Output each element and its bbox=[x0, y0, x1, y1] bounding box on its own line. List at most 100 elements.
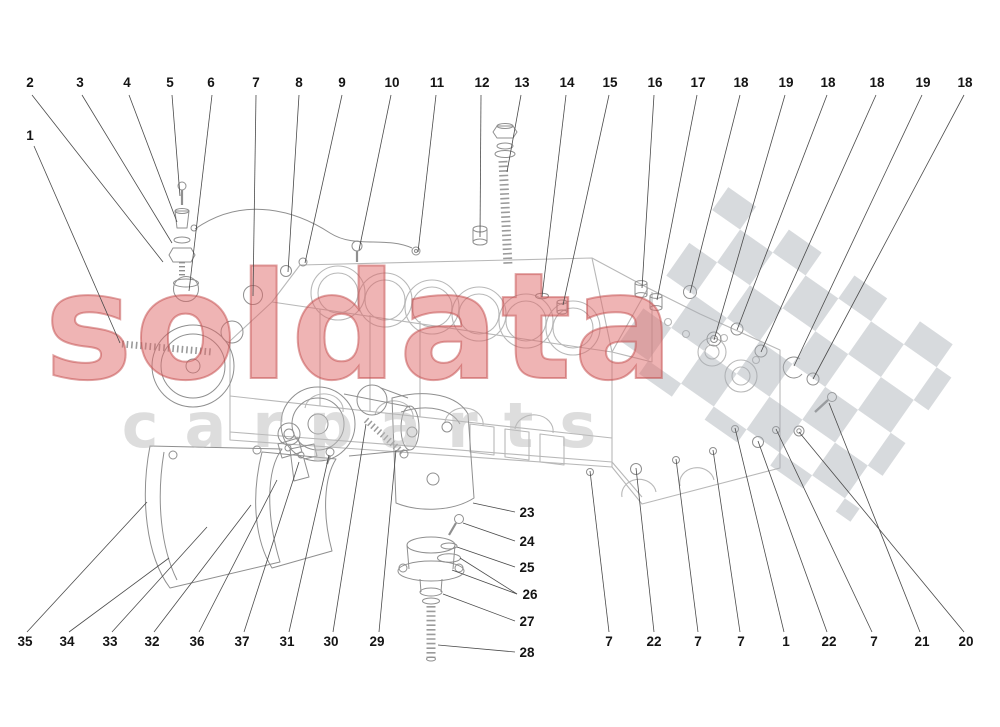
leader-line-29 bbox=[378, 449, 397, 633]
callout-number-15: 15 bbox=[602, 75, 618, 90]
mounting-bracket bbox=[391, 393, 475, 510]
callout-number-25: 25 bbox=[519, 560, 535, 575]
callout-number-20: 20 bbox=[958, 634, 973, 649]
leader-line-27 bbox=[442, 593, 516, 622]
leader-line-32 bbox=[153, 504, 252, 633]
leader-line-26 bbox=[451, 569, 518, 595]
leader-line-5 bbox=[171, 94, 181, 197]
callout-number-7: 7 bbox=[870, 634, 878, 649]
callout-number-9: 9 bbox=[338, 75, 346, 90]
seal-ring bbox=[220, 320, 244, 344]
leader-line-7 bbox=[775, 428, 873, 633]
washer bbox=[535, 292, 549, 300]
callout-number-21: 21 bbox=[914, 634, 930, 649]
leader-line-15 bbox=[562, 94, 610, 306]
leader-line-26 bbox=[459, 557, 518, 595]
leader-line-34 bbox=[68, 557, 170, 633]
callout-number-10: 10 bbox=[384, 75, 399, 90]
leader-line-31 bbox=[288, 454, 330, 633]
leader-line-16 bbox=[641, 94, 655, 289]
leader-line-19 bbox=[713, 94, 786, 341]
leader-line-22 bbox=[757, 440, 828, 633]
front-seal bbox=[151, 324, 235, 408]
callout-number-17: 17 bbox=[690, 75, 705, 90]
callout-number-12: 12 bbox=[474, 75, 489, 90]
callout-number-2: 2 bbox=[26, 75, 34, 90]
engine-mount bbox=[397, 514, 465, 662]
leader-line-23 bbox=[472, 502, 516, 513]
callout-number-5: 5 bbox=[166, 75, 174, 90]
callout-number-1: 1 bbox=[26, 128, 34, 143]
callout-number-37: 37 bbox=[234, 634, 249, 649]
callout-number-3: 3 bbox=[76, 75, 84, 90]
starter-motor bbox=[277, 384, 420, 462]
leader-line-20 bbox=[798, 431, 965, 633]
callout-number-26: 26 bbox=[522, 587, 538, 602]
callout-number-19: 19 bbox=[778, 75, 793, 90]
callout-number-28: 28 bbox=[519, 645, 535, 660]
temperature-sender bbox=[168, 181, 196, 276]
leader-line-25 bbox=[456, 546, 516, 568]
leader-line-7 bbox=[252, 94, 257, 297]
callout-number-7: 7 bbox=[694, 634, 702, 649]
callout-number-32: 32 bbox=[144, 634, 159, 649]
callout-number-29: 29 bbox=[369, 634, 384, 649]
leader-line-11 bbox=[417, 94, 437, 253]
leader-line-17 bbox=[656, 94, 698, 301]
callout-number-13: 13 bbox=[514, 75, 530, 90]
leader-line-35 bbox=[26, 501, 148, 633]
callout-number-7: 7 bbox=[252, 75, 260, 90]
leader-line-28 bbox=[437, 644, 516, 653]
leader-line-18 bbox=[760, 94, 877, 353]
leader-line-7 bbox=[589, 470, 610, 633]
leader-line-36 bbox=[198, 479, 278, 633]
leader-line-3 bbox=[81, 94, 173, 244]
callout-number-30: 30 bbox=[323, 634, 338, 649]
leader-line-37 bbox=[243, 461, 300, 633]
leader-line-10 bbox=[358, 94, 392, 251]
leader-line-9 bbox=[304, 94, 343, 264]
leader-line-7 bbox=[675, 458, 699, 633]
leader-line-22 bbox=[635, 467, 655, 633]
callout-number-14: 14 bbox=[559, 75, 575, 90]
callout-number-18: 18 bbox=[957, 75, 973, 90]
leader-line-13 bbox=[506, 94, 522, 173]
leader-line-14 bbox=[541, 94, 567, 298]
leader-line-18 bbox=[812, 94, 965, 380]
watermark-main: soldata bbox=[45, 241, 676, 413]
heat-shield bbox=[144, 437, 337, 589]
callout-number-34: 34 bbox=[59, 634, 75, 649]
cup-plug bbox=[173, 276, 199, 302]
callout-number-24: 24 bbox=[519, 534, 535, 549]
callout-number-1: 1 bbox=[782, 634, 790, 649]
leader-line-30 bbox=[332, 423, 367, 633]
leader-line-2 bbox=[31, 94, 164, 263]
callout-number-4: 4 bbox=[123, 75, 131, 90]
callout-number-11: 11 bbox=[430, 75, 445, 90]
callout-number-7: 7 bbox=[605, 634, 613, 649]
banjo-bolt bbox=[351, 240, 363, 262]
leader-line-4 bbox=[128, 94, 178, 223]
leader-line-33 bbox=[111, 526, 208, 633]
leader-line-24 bbox=[462, 522, 516, 542]
leader-line-19 bbox=[793, 94, 923, 367]
callout-number-16: 16 bbox=[647, 75, 663, 90]
leader-line-18 bbox=[689, 94, 741, 294]
dowel-pin bbox=[634, 280, 648, 298]
callout-number-33: 33 bbox=[102, 634, 118, 649]
leader-line-12 bbox=[479, 94, 482, 238]
checkered-flag-watermark bbox=[611, 187, 968, 522]
sensor-cable bbox=[194, 208, 413, 249]
callout-number-18: 18 bbox=[869, 75, 885, 90]
callout-number-22: 22 bbox=[821, 634, 836, 649]
callout-number-35: 35 bbox=[17, 634, 33, 649]
callout-number-18: 18 bbox=[733, 75, 749, 90]
leader-lines bbox=[26, 94, 965, 653]
leader-line-7 bbox=[712, 449, 741, 633]
callout-number-19: 19 bbox=[915, 75, 930, 90]
callout-number-31: 31 bbox=[279, 634, 295, 649]
callout-number-8: 8 bbox=[295, 75, 303, 90]
